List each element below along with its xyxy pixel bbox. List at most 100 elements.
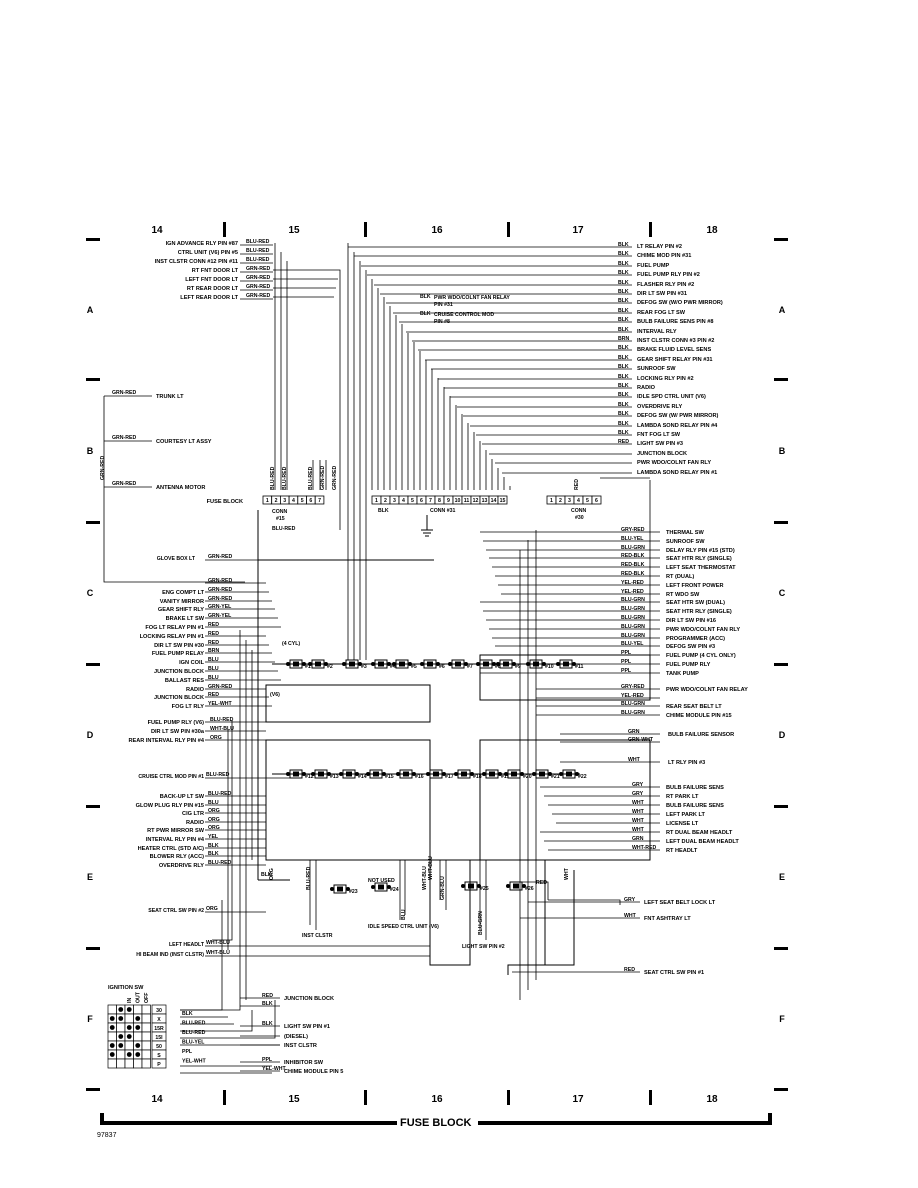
wire-color: WHT	[632, 818, 645, 824]
fuse-label: #20	[523, 774, 532, 780]
left-b-label: COURTESY LT ASSY	[156, 439, 212, 445]
wiring-structure	[103, 243, 651, 1074]
connector-pin: 13	[482, 498, 488, 504]
left-d-label: DIR LT SW PIN #30a	[151, 729, 205, 735]
connector-pin: 15	[500, 498, 506, 504]
svg-text:RED: RED	[574, 479, 580, 490]
wire-color: BLU-RED	[246, 239, 270, 245]
connector-pin: 5	[411, 498, 414, 504]
vertical-wire-tags: BLU-RED BLU-RED BLU-RED GRN-RED GRN-RED …	[100, 456, 580, 490]
wire-color: BLK	[618, 383, 629, 389]
conn15-label: CONN	[272, 509, 288, 515]
seat-ctrl-label: SEAT CTRL SW PIN #2	[148, 908, 204, 914]
wire-color: PPL	[182, 1049, 193, 1055]
wire-color: BLK	[618, 308, 629, 314]
wire-color: ORG	[210, 735, 222, 741]
ignition-terminal: P	[157, 1062, 161, 1068]
top-right-label: LIGHT SW PIN #3	[637, 441, 683, 447]
wire-color: RED	[208, 640, 219, 646]
top-right-label: FLASHER RLY PIN #2	[637, 282, 694, 288]
left-e-label: BLOWER RLY (ACC)	[150, 854, 205, 860]
right-c-label: FUEL PUMP (4 CYL ONLY)	[666, 653, 736, 659]
fuse: #11	[556, 659, 583, 670]
right-e-label: LICENSE LT	[666, 821, 699, 827]
wire-color: RED	[208, 631, 219, 637]
ignition-target: CHIME MODULE PIN 5	[284, 1069, 343, 1075]
svg-text:BLU-RED: BLU-RED	[206, 772, 230, 778]
right-ef-label: LEFT SEAT BELT LOCK LT	[644, 900, 716, 906]
wire-color: BLU-GRN	[621, 545, 645, 551]
bottom-fuse-area-labels: INST CLSTR IDLE SPEED CTRL UNIT (V6) LIG…	[261, 641, 570, 950]
wire-color: BLK	[618, 392, 629, 398]
fuse-label: #9	[515, 664, 521, 670]
conn30-num: #30	[575, 515, 584, 521]
right-e-label: BULB FAILURE SENS	[666, 785, 724, 791]
right-e-label: LEFT PARK LT	[666, 812, 706, 818]
connector-pin: 9	[447, 498, 450, 504]
svg-text:GRN-RED: GRN-RED	[208, 554, 232, 560]
svg-text:BLU: BLU	[401, 909, 407, 920]
left-e-label: OVERDRIVE RLY	[159, 863, 204, 869]
wire-color: RED	[208, 692, 219, 698]
fuse-label: #26	[525, 886, 534, 892]
wire-color: GRN-RED	[208, 596, 232, 602]
left-c-label: DIR LT SW PIN #30	[154, 643, 204, 649]
wire-color: GRN-RED	[246, 293, 270, 299]
wire-color: BLU-YEL	[621, 536, 644, 542]
right-c-label: FUEL PUMP RLY	[666, 662, 711, 668]
right-d-label: LT RLY PIN #3	[668, 760, 705, 766]
right-c2-label: REAR SEAT BELT LT	[666, 704, 722, 710]
right-c-label: DELAY RLY PIN #15 (STD)	[666, 548, 735, 554]
wire-color: GRN-RED	[246, 284, 270, 290]
wire-color: BLK	[208, 843, 219, 849]
svg-text:BLU-RED: BLU-RED	[308, 466, 314, 490]
left-c-label: BALLAST RES	[165, 678, 204, 684]
svg-text:WHT-BLU: WHT-BLU	[206, 940, 230, 946]
ignition-title: IGNITION SW	[108, 985, 144, 991]
fuse-label: #11	[575, 664, 583, 670]
light-sw-label: LIGHT SW PIN #2	[462, 944, 505, 950]
left-c-label: IGN COIL	[179, 660, 204, 666]
fuse-label: #6	[439, 664, 445, 670]
idle-speed-label: IDLE SPEED CTRL UNIT (V6)	[368, 924, 439, 930]
fuse-label: #4	[390, 664, 396, 670]
zone-label: 18	[706, 1094, 718, 1105]
wire-color: RED	[624, 967, 635, 973]
wire-color: ORG	[208, 825, 220, 831]
left-c-label: FOG LT RELAY PIN #1	[145, 625, 204, 631]
right-e-label: RT PARK LT	[666, 794, 699, 800]
top-right-label: GEAR SHIFT RELAY PIN #31	[637, 357, 713, 363]
top-zone-ruler: 14 15 16 17 18	[151, 222, 718, 237]
connector-pin: 3	[568, 498, 571, 504]
right-c-label: SEAT HTR RLY (SINGLE)	[666, 609, 732, 615]
left-c-label: VANITY MIRROR	[160, 599, 204, 605]
connector-pin: 2	[559, 498, 562, 504]
fuse-label: #7	[467, 664, 473, 670]
left-e-label: HEATER CTRL (STD A/C)	[138, 846, 205, 852]
wire-color: RED-BLK	[621, 553, 645, 559]
right-c-label: LEFT FRONT POWER	[666, 583, 724, 589]
wire-color: GRY	[624, 897, 636, 903]
ignition-terminal: 15R	[154, 1026, 164, 1032]
wire-color: BLU	[208, 800, 219, 806]
wire-color: BLK	[420, 294, 431, 300]
conn31-label: CONN #31	[430, 508, 455, 514]
fuse: #24	[371, 882, 399, 893]
wire-color: BLU-YEL	[621, 641, 644, 647]
zone-label: 15	[288, 225, 300, 236]
wire-color: BLU-RED	[208, 860, 232, 866]
svg-text:BLU-GRN: BLU-GRN	[478, 911, 484, 935]
wire-color: BLU-GRN	[621, 606, 645, 612]
wire-color: RED	[618, 439, 629, 445]
connector-pin: 7	[429, 498, 432, 504]
top-right-label: CHIME MOD PIN #31	[637, 253, 691, 259]
glove-box-label: GLOVE BOX LT	[157, 556, 196, 562]
svg-text:FUSE BLOCK: FUSE BLOCK	[207, 499, 243, 505]
right-c-label: PROGRAMMER (ACC)	[666, 636, 725, 642]
